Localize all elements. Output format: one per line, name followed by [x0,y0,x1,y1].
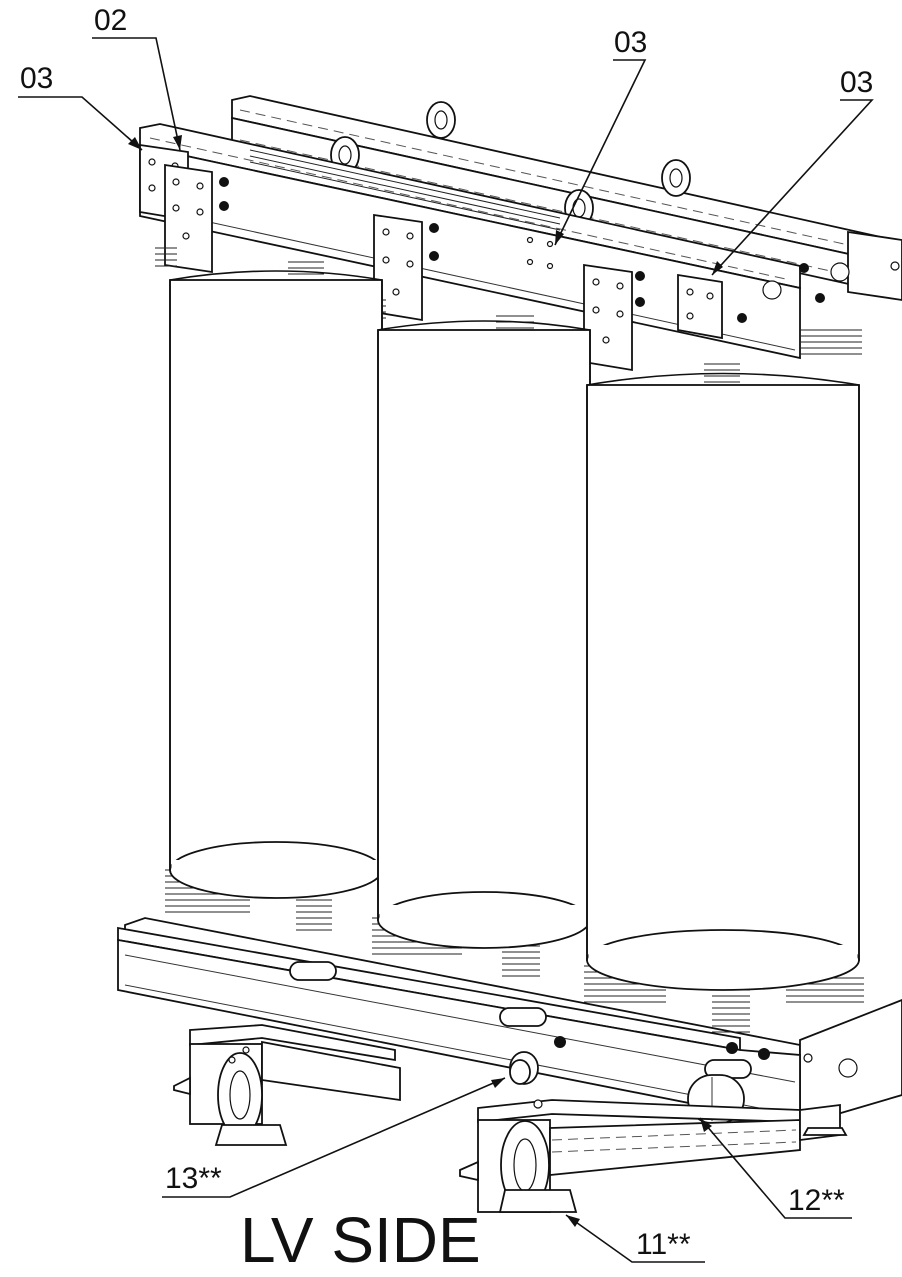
coil-right [586,372,860,991]
coil-left [169,270,383,899]
callout-02: 02 [94,4,127,37]
beam-holes [526,236,782,300]
coil-center [377,320,591,949]
wheel-rear-right [799,1103,848,1142]
earthing-stud [509,1051,539,1085]
clamp-plate [583,263,633,372]
lifting-eye [661,159,691,197]
leader-lines [18,37,874,1263]
view-title: LV SIDE [240,1204,481,1276]
top-frame-end-cap [830,230,902,301]
base-rods [289,961,770,1079]
wheel-bracket-right [459,1099,801,1213]
wheel-bracket-left [173,1024,401,1146]
callout-03-left: 03 [20,62,53,95]
callout-12: 12** [788,1184,845,1217]
clamp-plate [677,273,723,340]
callout-13: 13** [165,1162,222,1195]
bolt-heads [219,177,825,323]
callout-03-center: 03 [614,26,647,59]
clamp-plate [164,163,213,274]
lifting-eye [426,101,456,139]
base-front-channel [117,926,801,1127]
top-front-beam [139,123,801,360]
callout-11: 11** [636,1228,691,1261]
callout-03-right: 03 [840,66,873,99]
